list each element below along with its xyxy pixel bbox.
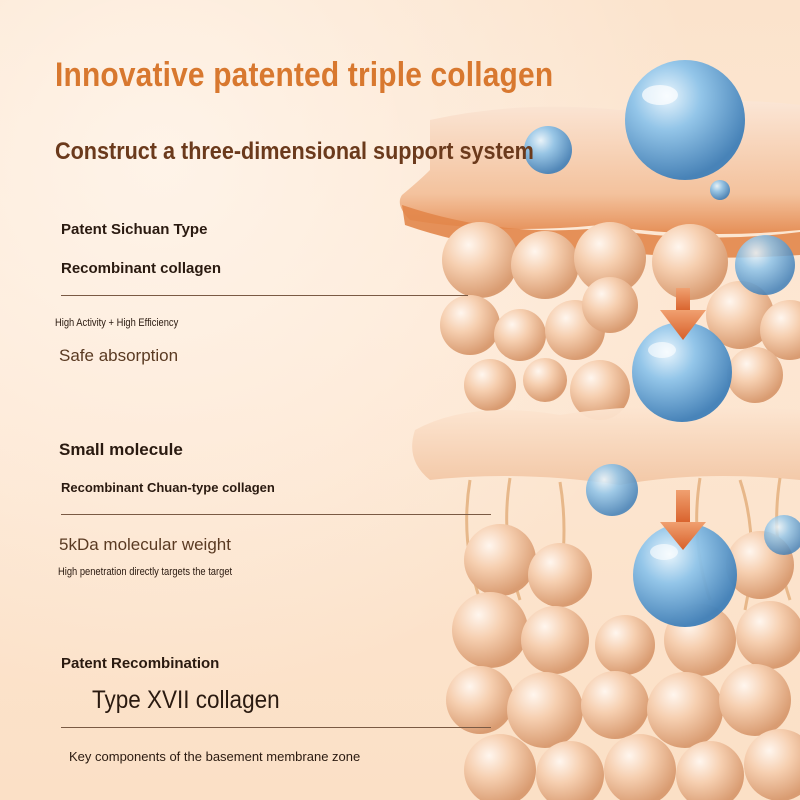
divider bbox=[61, 514, 491, 515]
divider bbox=[61, 295, 468, 296]
section1-line2: Recombinant collagen bbox=[61, 260, 222, 277]
section3-line3: Key components of the basement membrane … bbox=[69, 749, 361, 764]
section3-line1: Patent Recombination bbox=[61, 655, 220, 672]
page-title: Innovative patented triple collagen bbox=[55, 56, 554, 94]
section1-line4: Safe absorption bbox=[59, 346, 179, 365]
page-subtitle: Construct a three-dimensional support sy… bbox=[55, 138, 534, 165]
collagen-sphere-icon bbox=[524, 60, 800, 627]
section1-line1: Patent Sichuan Type bbox=[61, 221, 208, 238]
section2-line4: High penetration directly targets the ta… bbox=[58, 566, 233, 578]
section3-line2: Type XVII collagen bbox=[92, 686, 280, 714]
down-arrow-icon bbox=[660, 288, 706, 550]
section2-line3: 5kDa molecular weight bbox=[59, 535, 231, 554]
section2-line2: Recombinant Chuan-type collagen bbox=[61, 480, 275, 495]
section2-line1: Small molecule bbox=[59, 440, 183, 459]
section1-line3: High Activity + High Efficiency bbox=[55, 317, 179, 329]
divider bbox=[61, 727, 491, 728]
